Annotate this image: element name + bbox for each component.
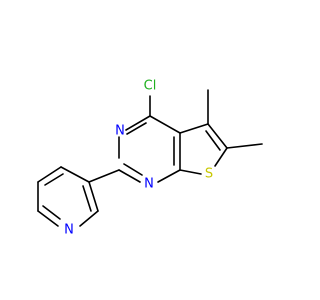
atom-n1: N xyxy=(144,177,154,192)
bond-c6-methyl xyxy=(226,143,263,149)
bond-pyr-n-c6-double xyxy=(42,205,61,220)
atom-cl: Cl xyxy=(144,79,157,94)
bond-pyr-c3-c2-double xyxy=(82,185,92,212)
atom-s: S xyxy=(205,167,213,182)
bond-c2-n1 xyxy=(118,169,141,183)
atom-labels: Cl N N S N xyxy=(64,79,213,238)
bond-c5-c6 xyxy=(207,123,228,149)
bond-pyr-c5-c4 xyxy=(37,166,62,183)
bond-c4-n3 xyxy=(125,115,151,131)
bond-pyr-c3-c2 xyxy=(88,181,99,212)
bond-c2-pyridine xyxy=(88,169,120,183)
bond-pyr-c2-n xyxy=(79,210,99,227)
bond-n1-c7a xyxy=(157,169,181,183)
bond-s-c7a xyxy=(179,169,202,175)
bond-c6-s xyxy=(214,147,228,167)
bond-pyr-n-c6 xyxy=(37,210,59,227)
bond-c4a-c5 xyxy=(179,123,209,134)
atom-n3: N xyxy=(115,124,125,139)
bonds xyxy=(37,89,263,227)
bond-c5-c6-double xyxy=(205,130,221,151)
bond-c4-n3-double xyxy=(126,122,147,135)
molecule-structure: Cl N N S N xyxy=(37,79,263,238)
bond-pyr-c4-c3 xyxy=(60,166,90,183)
atom-n-pyridine: N xyxy=(64,223,74,238)
bond-pyr-c5-c4-double xyxy=(44,173,64,186)
bond-c2-n1-double xyxy=(123,163,143,176)
bond-c4a-c4 xyxy=(149,115,181,134)
